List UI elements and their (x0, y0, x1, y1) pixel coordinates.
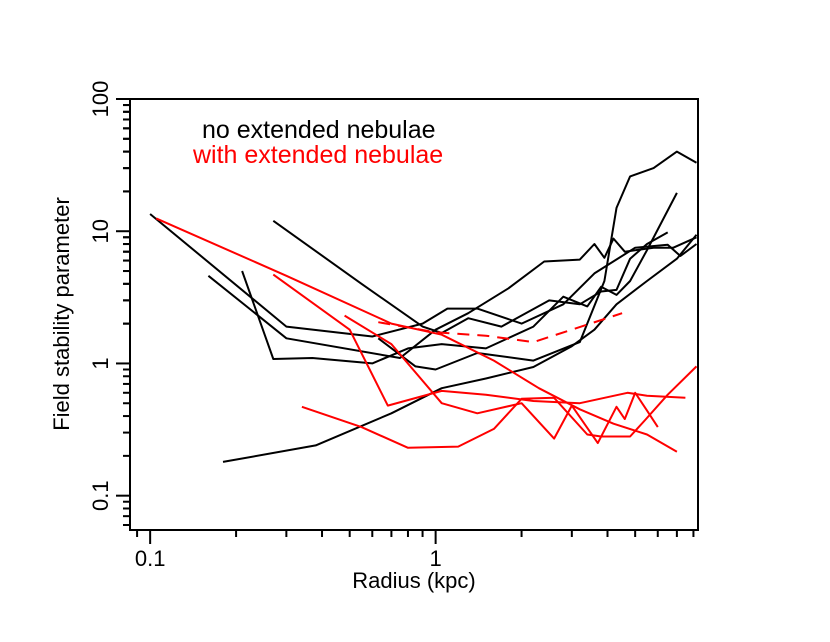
x-tick-label: 0.1 (135, 546, 166, 571)
series-layer (149, 150, 698, 463)
series-line-8 (344, 314, 659, 445)
series-line-3 (241, 192, 678, 365)
y-tick-label: 100 (88, 81, 113, 118)
series-line-9 (301, 365, 698, 449)
legend-entry-0: no extended nebulae (202, 116, 436, 144)
y-tick-label: 0.1 (88, 480, 113, 511)
series-line-2 (272, 219, 669, 334)
legend-entry-1: with extended nebulae (192, 141, 443, 169)
series-line-10 (378, 312, 623, 344)
axis-layer: 0.1 1 0.1 1 10 100 (88, 81, 695, 571)
series-line-6 (155, 217, 678, 453)
series-line-5 (222, 234, 698, 463)
series-line-0 (149, 213, 698, 338)
x-axis-title: Radius (kpc) (352, 568, 475, 593)
y-tick-label: 10 (88, 219, 113, 243)
y-axis-title: Field stability parameter (49, 197, 74, 431)
x-tick-label: 1 (430, 546, 442, 571)
plot-frame (129, 98, 699, 531)
y-tick-label: 1 (88, 357, 113, 369)
series-line-7 (272, 273, 686, 407)
series-line-4 (377, 150, 697, 371)
